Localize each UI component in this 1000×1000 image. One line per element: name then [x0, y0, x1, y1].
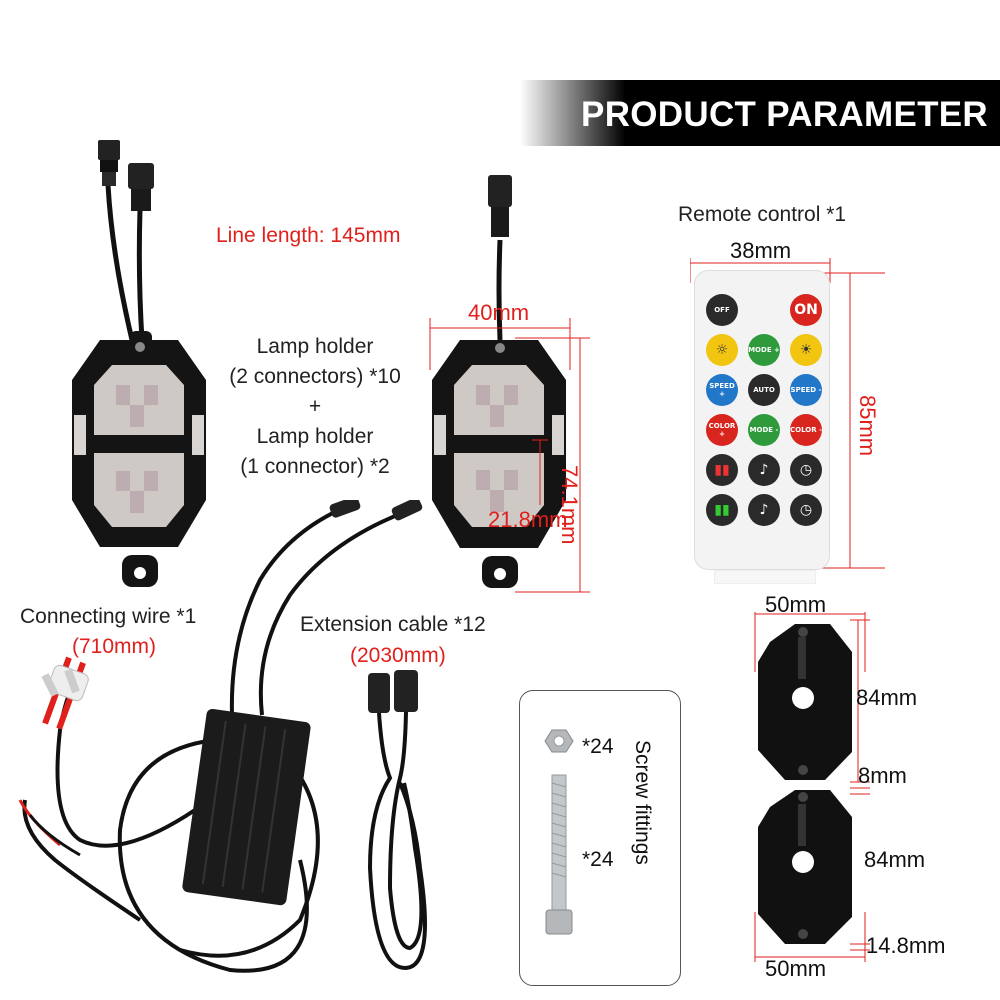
- connecting-wire-label: Connecting wire *1: [20, 605, 197, 628]
- extension-cable-length: (2030mm): [350, 644, 446, 667]
- extension-cable-label: Extension cable *12: [300, 613, 486, 636]
- remote-button[interactable]: ON: [790, 294, 822, 326]
- header-banner: [520, 80, 1000, 146]
- lamp-holder-1-connector: [429, 175, 590, 593]
- remote-battery-tab: [714, 570, 816, 584]
- lamp-holder-line-1: Lamp holder: [256, 335, 374, 358]
- remote-control-label: Remote control *1: [678, 203, 847, 226]
- screw-fittings-label: Screw fittings: [631, 740, 654, 865]
- remote-dim-lines: [690, 258, 885, 569]
- screw-hardware: [544, 729, 574, 935]
- remote-button[interactable]: ☀: [790, 334, 822, 366]
- remote-button[interactable]: OFF: [706, 294, 738, 326]
- remote-button[interactable]: ♪: [748, 454, 780, 486]
- remote-button[interactable]: SPEED -: [790, 374, 822, 406]
- bracket-height-1-dim: 84mm: [856, 685, 918, 710]
- remote-width-dim: 38mm: [730, 238, 792, 263]
- lamp-holder-2-connectors: [72, 140, 206, 587]
- lamp-holder-line-4: Lamp holder: [256, 425, 374, 448]
- remote-button[interactable]: COLOR +: [706, 414, 738, 446]
- extension-cable: [367, 670, 427, 971]
- lamp-width-dim: 40mm: [468, 300, 530, 325]
- bracket-height-2-dim: 84mm: [864, 847, 926, 872]
- connecting-wire-controller: [18, 500, 423, 973]
- bracket-thickness-1-dim: 8mm: [858, 763, 907, 788]
- lamp-holder-line-3: +: [308, 395, 322, 418]
- remote-height-dim: 85mm: [855, 395, 880, 457]
- lamp-depth-dim: 21.8mm: [488, 507, 568, 532]
- remote-button[interactable]: ♪: [748, 494, 780, 526]
- connecting-wire-length: (710mm): [72, 635, 157, 658]
- bolt-quantity: *24: [582, 848, 614, 871]
- remote-button[interactable]: ▮▮: [706, 494, 738, 526]
- remote-button[interactable]: AUTO: [748, 374, 780, 406]
- lamp-holder-line-2: (2 connectors) *10: [229, 365, 401, 388]
- page-title: PRODUCT PARAMETER: [581, 95, 988, 134]
- remote-control: OFF ON ☼ MODE + ☀ SPEED + AUTO SPEED - COLOR + MO…: [694, 270, 830, 584]
- bracket-width-top-dim: 50mm: [765, 592, 827, 617]
- lamp-holder-line-5: (1 connector) *2: [240, 455, 390, 478]
- remote-button[interactable]: COLOR -: [790, 414, 822, 446]
- remote-button[interactable]: ▮▮: [706, 454, 738, 486]
- remote-button[interactable]: ◷: [790, 494, 822, 526]
- remote-button[interactable]: MODE -: [748, 414, 780, 446]
- bracket-width-bottom-dim: 50mm: [765, 956, 827, 981]
- remote-button[interactable]: ☼: [706, 334, 738, 366]
- bracket-thickness-2-dim: 14.8mm: [866, 933, 946, 958]
- line-length-label: Line length: 145mm: [216, 224, 401, 247]
- lamp-holder-description: Lamp holder (2 connectors) *10 + Lamp ho…: [210, 332, 420, 482]
- nut-quantity: *24: [582, 735, 614, 758]
- remote-button[interactable]: ◷: [790, 454, 822, 486]
- remote-button-grid: OFF ON ☼ MODE + ☀ SPEED + AUTO SPEED - COLOR + MO…: [706, 294, 822, 526]
- mounting-brackets: [754, 612, 870, 962]
- remote-button[interactable]: SPEED +: [706, 374, 738, 406]
- remote-button[interactable]: MODE +: [748, 334, 780, 366]
